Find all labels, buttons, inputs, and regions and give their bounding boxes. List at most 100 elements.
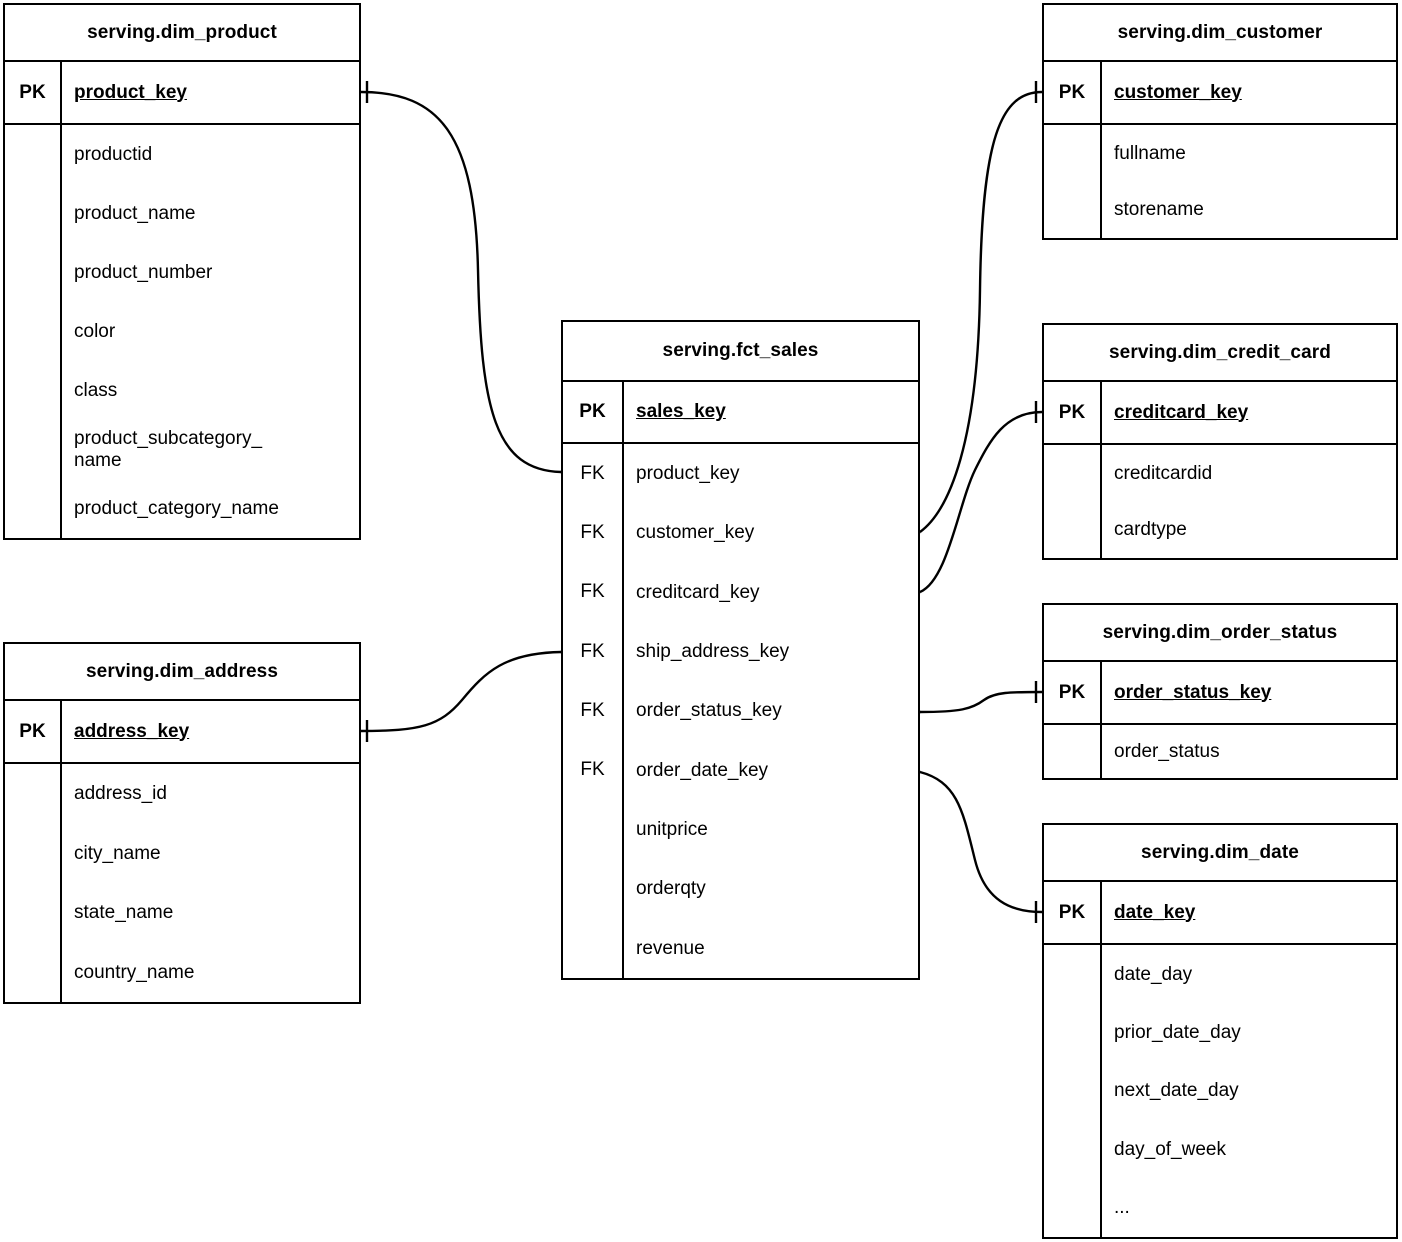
entity-title: serving.dim_order_status — [1044, 605, 1396, 662]
attr-key-blank — [1044, 725, 1100, 778]
foreign-key-column — [5, 125, 62, 538]
attr-key-blank — [5, 824, 60, 884]
fk-badge: FK — [580, 521, 605, 543]
attribute-name: prior_date_day — [1114, 1021, 1241, 1043]
attribute-name: productid — [74, 143, 153, 165]
foreign-key-column — [1044, 945, 1102, 1237]
primary-key-row: PK address_key — [5, 701, 359, 764]
attr-key-blank — [563, 800, 622, 859]
attr-key-blank — [1044, 1120, 1100, 1178]
relationship-rel-product-sales — [360, 81, 584, 485]
fk-badge: FK — [580, 640, 605, 662]
relationship-line[interactable] — [360, 650, 562, 733]
attribute-name: product_category_name — [74, 497, 279, 519]
pk-badge: PK — [1044, 382, 1102, 443]
attribute-name: cardtype — [1114, 519, 1187, 541]
attribute-name: product_subcategory_ name — [74, 428, 263, 471]
attribute-name: order_date_key — [636, 759, 769, 781]
foreign-key-column — [1044, 725, 1102, 778]
attribute-name-column: fullname storename — [1102, 125, 1396, 238]
pk-field-name: product_key — [74, 81, 187, 103]
attribute-name: unitprice — [636, 819, 708, 840]
attribute-name: customer_key — [636, 522, 755, 544]
attr-key-blank — [563, 859, 622, 918]
attribute-name: class — [74, 379, 118, 401]
attr-key-blank — [5, 420, 60, 479]
relationship-line[interactable] — [919, 90, 1043, 533]
attr-key-blank — [1044, 1003, 1100, 1061]
attr-key-blank — [5, 479, 60, 538]
attribute-name: city_name — [74, 842, 161, 864]
attr-key-blank — [5, 243, 60, 302]
attribute-name: day_of_week — [1114, 1138, 1226, 1160]
attribute-name: product_key — [636, 463, 740, 485]
pk-badge: PK — [1044, 662, 1102, 723]
attribute-name: ... — [1114, 1197, 1130, 1219]
fk-badge: FK — [580, 581, 605, 603]
attribute-name: fullname — [1114, 142, 1186, 164]
attr-key-blank — [1044, 125, 1100, 182]
attribute-block: order_status — [1044, 725, 1396, 778]
pk-field-name: order_status_key — [1114, 681, 1272, 703]
attribute-block: fullname storename — [1044, 125, 1396, 238]
attribute-name: storename — [1114, 199, 1204, 221]
attr-key-blank — [1044, 945, 1100, 1003]
entity-title: serving.fct_sales — [563, 322, 918, 382]
attribute-name: color — [74, 320, 116, 342]
attr-key-blank — [5, 883, 60, 943]
attribute-name: state_name — [74, 902, 174, 924]
pk-field-name: date_key — [1114, 901, 1196, 923]
attr-key-blank — [1044, 1179, 1100, 1237]
attribute-name-column: order_status — [1102, 725, 1396, 778]
attribute-name: order_status — [1114, 740, 1220, 762]
pk-badge: PK — [5, 701, 62, 762]
pk-badge: PK — [1044, 882, 1102, 943]
pk-field-name: address_key — [74, 720, 190, 742]
attr-key-blank — [1044, 502, 1100, 559]
attribute-name-column: address_id city_name state_name country_nam… — [62, 764, 359, 1002]
entity-title: serving.dim_address — [5, 644, 359, 701]
attribute-name: country_name — [74, 961, 195, 983]
primary-key-row: PK creditcard_key — [1044, 382, 1396, 445]
relationship-line[interactable] — [360, 90, 562, 474]
entity-title: serving.dim_credit_card — [1044, 325, 1396, 382]
entity-title: serving.dim_date — [1044, 825, 1396, 882]
attr-key-blank — [5, 943, 60, 1003]
attribute-name: creditcard_key — [636, 581, 760, 603]
attribute-name: orderqty — [636, 878, 706, 900]
foreign-key-column — [1044, 445, 1102, 558]
pk-field-name: customer_key — [1114, 81, 1242, 103]
attribute-name: address_id — [74, 783, 167, 805]
relationship-line[interactable] — [919, 410, 1043, 594]
foreign-key-column — [5, 764, 62, 1002]
attr-key-blank — [5, 302, 60, 361]
entity-title: serving.dim_product — [5, 5, 359, 62]
attribute-name: ship_address_key — [636, 641, 790, 663]
pk-field-name: creditcard_key — [1114, 401, 1249, 423]
attr-key-blank — [1044, 445, 1100, 502]
attr-key-blank — [1044, 1062, 1100, 1120]
relationship-line[interactable] — [919, 770, 1043, 914]
pk-field-name: sales_key — [636, 401, 726, 422]
entity-title: serving.dim_customer — [1044, 5, 1396, 62]
attribute-name: revenue — [636, 937, 705, 959]
relationship-line[interactable] — [919, 690, 1043, 714]
attr-key-blank — [563, 919, 622, 978]
